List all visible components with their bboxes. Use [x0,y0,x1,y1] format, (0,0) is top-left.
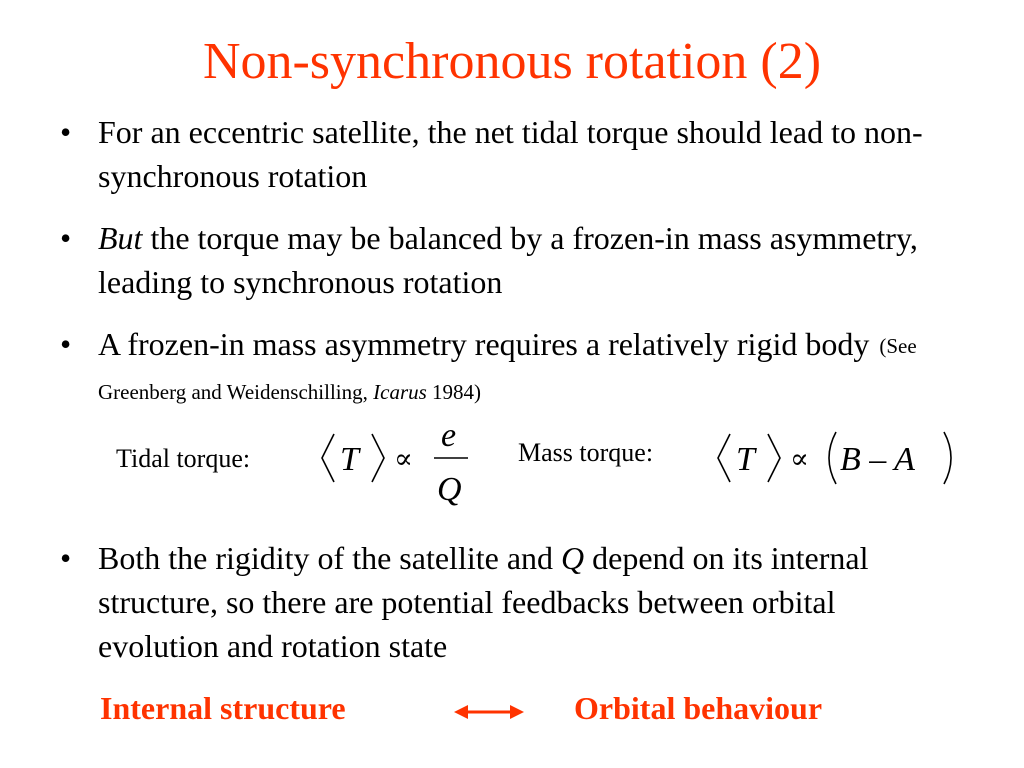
bullet-text: A frozen-in mass asymmetry requires a re… [98,322,960,414]
citation-journal: Icarus [373,380,427,404]
bullet-body-after: depend on its internal structure, so the… [98,540,869,664]
orbital-behaviour-label: Orbital behaviour [574,690,823,726]
italic-q: Q [561,540,585,576]
bullet-symbol: • [60,540,72,576]
bullet-text: But the torque may be balanced by a froz… [98,216,960,304]
right-paren [943,431,952,485]
citation-suffix: 1984) [426,380,482,404]
mass-torque-formula: T ∝ B – A [717,431,952,485]
mass-lhs: T [736,441,757,478]
right-angle-bracket [371,433,385,483]
citation: (See Greenberg and Weidenschilling, Icar… [98,334,917,404]
left-angle-bracket [717,433,731,483]
right-angle-bracket [767,433,781,483]
bullet-symbol: • [60,326,72,362]
tidal-numerator: e [441,417,456,454]
citation-prefix: (See Greenberg and Weidenschilling, [98,334,917,404]
tidal-denominator: Q [437,471,462,508]
bullet-body: A frozen-in mass asymmetry requires a re… [98,326,870,362]
internal-structure-label: Internal structure [100,690,346,726]
bullet-text: Both the rigidity of the satellite and Q… [98,536,960,668]
bullet-item-3: • A frozen-in mass asymmetry requires a … [60,322,960,414]
bullet-symbol: • [60,220,72,256]
mass-rhs: B – A [840,441,915,478]
tidal-lhs: T [340,441,361,478]
proportional-symbol: ∝ [394,442,413,475]
italic-lead: But [98,220,143,256]
tidal-torque-formula: T ∝ e Q [321,417,468,508]
bullet-body-before: Both the rigidity of the satellite and [98,540,562,576]
left-angle-bracket [321,433,335,483]
slide-title: Non-synchronous rotation (2) [202,33,822,90]
double-arrow-icon [454,705,524,719]
bullet-item-2: • But the torque may be balanced by a fr… [60,216,960,304]
bullet-item-1: • For an eccentric satellite, the net ti… [60,110,960,198]
bullet-text: For an eccentric satellite, the net tida… [98,114,923,194]
bullet-body: the torque may be balanced by a frozen-i… [98,220,918,300]
bullet-symbol: • [60,114,72,150]
tidal-torque-label: Tidal torque: [116,444,251,473]
mass-torque-label: Mass torque: [518,438,654,467]
bullet-item-4: • Both the rigidity of the satellite and… [60,536,960,668]
left-paren [828,431,837,485]
proportional-symbol: ∝ [790,442,809,475]
